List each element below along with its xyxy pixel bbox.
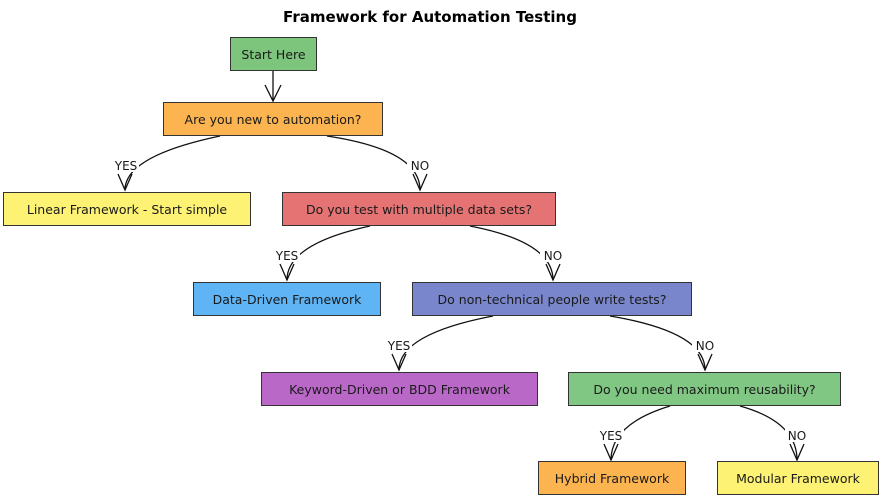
edge-data-to-nontech: NO [469,225,566,282]
node-label: Do you test with multiple data sets? [305,201,533,217]
node-label: Do you need maximum reusability? [593,381,816,397]
edge-label-yes: YES [275,249,299,263]
edge-label-yes: YES [599,429,623,443]
edge-label-no: NO [696,339,714,353]
node-label: Are you new to automation? [184,111,362,127]
node-start-here: Start Here [230,37,317,71]
edge-label-no: NO [544,249,562,263]
edge-new-to-data: NO [326,135,433,192]
edge-reuse-to-hybrid: YES [598,405,671,462]
node-label: Hybrid Framework [554,470,670,486]
node-label: Start Here [241,46,306,62]
node-non-technical-testers: Do non-technical people write tests? [412,282,692,316]
edge-reuse-to-modular: NO [739,405,811,462]
node-data-driven-framework: Data-Driven Framework [193,282,381,316]
node-label: Do non-technical people write tests? [437,291,667,307]
node-label: Keyword-Driven or BDD Framework [289,381,510,397]
node-multiple-data-sets: Do you test with multiple data sets? [282,192,556,226]
node-maximum-reusability: Do you need maximum reusability? [568,372,841,406]
edge-start-to-new [264,70,282,103]
edge-nontech-to-keyword: YES [386,315,494,372]
edge-nontech-to-reuse: NO [609,315,718,372]
node-keyword-bdd-framework: Keyword-Driven or BDD Framework [261,372,538,406]
edge-label-no: NO [788,429,806,443]
edge-data-to-datadriven: YES [274,225,371,282]
node-label: Linear Framework - Start simple [26,201,228,217]
node-label: Modular Framework [736,470,860,486]
node-modular-framework: Modular Framework [717,461,879,495]
edge-label-no: NO [411,159,429,173]
edge-new-to-linear: YES [113,135,221,192]
edge-label-yes: YES [387,339,411,353]
diagram-title: Framework for Automation Testing [283,8,577,26]
edge-label-yes: YES [114,159,138,173]
node-label: Data-Driven Framework [212,291,362,307]
node-new-to-automation: Are you new to automation? [163,102,383,136]
node-linear-framework: Linear Framework - Start simple [3,192,251,226]
node-hybrid-framework: Hybrid Framework [538,461,686,495]
